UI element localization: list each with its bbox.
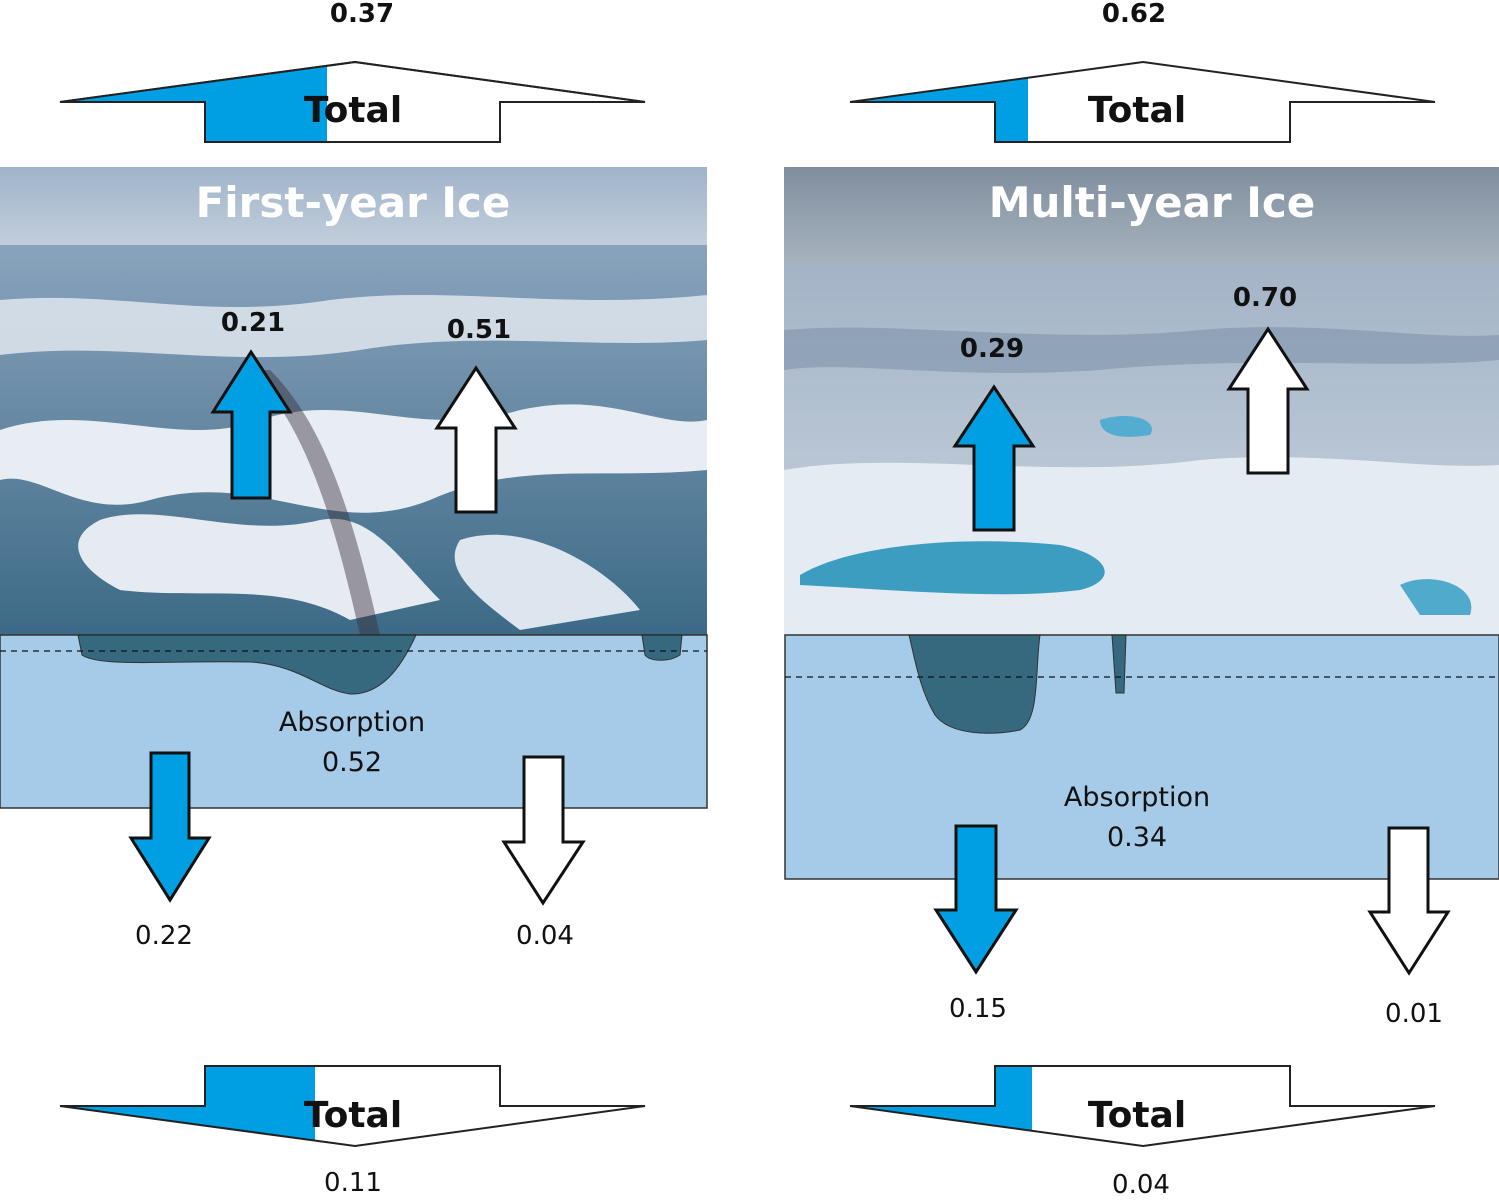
- top-total-arrow: Total: [59, 60, 646, 143]
- up-arrow-blue: [210, 349, 293, 500]
- absorption-label: Absorption: [279, 707, 425, 738]
- bottom-total-arrow: Total: [849, 1065, 1436, 1148]
- up-arrow-white: [1226, 326, 1310, 475]
- multi-year-ice-panel: 0.62 Total Multi-year Ice Absorption 0.3…: [784, 0, 1499, 1200]
- up-blue-value: 0.29: [960, 334, 1024, 364]
- top-total-value: 0.37: [330, 0, 394, 29]
- top-total-value: 0.62: [1102, 0, 1166, 29]
- down-arrow-blue: [933, 824, 1019, 975]
- absorption-label: Absorption: [1064, 782, 1210, 813]
- bottom-total-label: Total: [1088, 1095, 1186, 1136]
- absorption-value: 0.52: [322, 747, 382, 778]
- first-year-ice-panel: 0.37 Total First-year Ice Absorption 0.5…: [0, 0, 708, 1198]
- down-blue-value: 0.15: [949, 994, 1007, 1024]
- water-column: Absorption 0.34: [784, 634, 1499, 880]
- top-total-label: Total: [1088, 90, 1186, 131]
- panel-title: Multi-year Ice: [989, 178, 1316, 227]
- water-column: Absorption 0.52: [0, 634, 708, 809]
- top-total-label: Total: [304, 90, 402, 131]
- panel-title: First-year Ice: [196, 178, 511, 227]
- bottom-total-value: 0.11: [324, 1168, 382, 1198]
- up-blue-value: 0.21: [221, 308, 285, 338]
- down-white-value: 0.04: [516, 921, 574, 951]
- down-white-value: 0.01: [1385, 999, 1443, 1029]
- bottom-total-arrow: Total: [59, 1065, 646, 1148]
- down-arrow-white: [501, 755, 586, 906]
- up-white-value: 0.51: [447, 315, 511, 345]
- up-white-value: 0.70: [1233, 283, 1297, 313]
- down-blue-value: 0.22: [135, 921, 193, 951]
- bottom-total-value: 0.04: [1112, 1170, 1170, 1200]
- up-arrow-blue: [952, 384, 1036, 532]
- top-total-arrow: Total: [849, 60, 1436, 143]
- bottom-total-label: Total: [304, 1095, 402, 1136]
- first-year-ice-photo: First-year Ice: [0, 167, 707, 635]
- up-arrow-white: [434, 365, 518, 514]
- absorption-value: 0.34: [1107, 822, 1167, 853]
- down-arrow-blue: [128, 751, 212, 903]
- down-arrow-white: [1367, 826, 1451, 976]
- multi-year-ice-photo: Multi-year Ice: [784, 167, 1499, 635]
